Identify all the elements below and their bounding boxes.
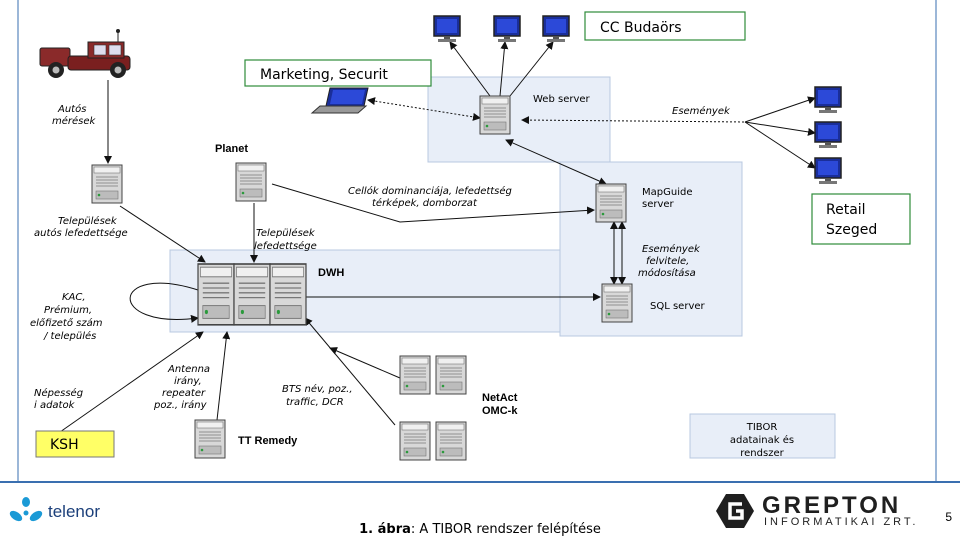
server-zone [559,161,743,337]
ksh-box [35,430,115,458]
mapguide-label-line2: server [642,199,675,210]
grepton-sub: INFORMATIKAI ZRT. [764,516,919,528]
mapguide-server-icon [595,183,627,223]
tt-remedy-label: TT Remedy [238,435,298,447]
grepton-name: GREPTON [762,492,902,519]
ksh-label: KSH [50,437,79,453]
tibor-label-line2: adatainak és [730,434,794,446]
kac-label-line1: KAC, [62,292,86,303]
planet-label: Planet [215,143,248,155]
telenor-logo: telenor [8,496,100,528]
antenna-label-line2: irány, [174,375,202,387]
kac-label-line2: Prémium, [44,304,92,316]
bts-label-line1: BTS név, poz., [282,383,353,395]
kac-label-line3: előfizető szám [30,317,103,329]
telenor-propeller-icon [9,497,43,522]
nepesseg-label-line2: i adatok [34,400,76,411]
esem-felvitel-label-line2: felvitele, [646,256,689,267]
web-server-label: Web server [533,94,591,105]
telenor-word: telenor [48,502,100,521]
page-number: 5 [945,510,952,524]
sql-server-label: SQL server [650,301,706,312]
netact-server-top-icon [399,355,467,395]
marketing-box [244,59,432,87]
bts-label-line2: traffic, DCR [286,397,344,408]
right-monitors [814,86,842,185]
dwh-label: DWH [318,267,344,279]
tibor-box [689,413,836,459]
grepton-logo: GREPTON INFORMATIKAI ZRT. [716,492,932,532]
retail-label-line2: Szeged [826,222,877,238]
telep-lef-label-line1: Települések [256,227,316,239]
marketing-label: Marketing, Securit [260,67,388,83]
retail-box [811,193,911,245]
footer-divider [0,481,960,483]
tibor-label-line3: rendszer [740,448,784,459]
retail-label-line1: Retail [826,202,866,218]
figure-caption: 1. ábra: A TIBOR rendszer felépítése [0,522,960,537]
nepesseg-label-line1: Népesség [34,387,83,399]
mapguide-label-line1: MapGuide [642,187,692,198]
cellok-label-line2: térképek, domborzat [372,197,478,209]
cc-budaors-label: CC Budaörs [600,20,682,36]
kac-label-line4: / település [43,330,96,342]
telep-lef-label-line2: lefedettsége [254,240,317,252]
esemenyek-label: Események [672,105,731,117]
grepton-mark-icon [716,494,754,528]
telep-autos-label-line1: Települések [58,215,118,227]
laptop-icon [310,87,369,114]
antenna-label-line1: Antenna [167,364,210,375]
web-zone [427,76,611,163]
tibor-label-line1: TIBOR [746,422,778,433]
esem-felvitel-label-line3: módosítása [638,267,696,279]
planet-server-icon [235,162,267,202]
autos-label-line2: mérések [52,115,97,127]
cellok-label-line1: Cellók dominanciája, lefedettség [348,185,512,197]
tt-remedy-server-icon [194,419,226,459]
top-monitors [433,15,570,43]
web-server-icon [479,95,511,135]
cc-budaors-box [584,11,746,41]
netact-label-line1: NetAct [482,392,518,404]
esem-felvitel-label-line1: Események [642,243,701,255]
antenna-label-line3: repeater [162,388,206,399]
telep-autos-label-line2: autós lefedettsége [34,227,128,239]
sql-server-icon [601,283,633,323]
netact-server-bottom-icon [399,421,467,461]
autos-label-line1: Autós [57,103,86,115]
car-data-server-icon [91,164,123,204]
dwh-server-icon [197,263,307,326]
caption-bold: 1. ábra [359,522,411,537]
antenna-label-line4: poz., irány [153,399,208,411]
caption-rest: : A TIBOR rendszer felépítése [410,522,601,537]
car-icon [39,29,131,78]
netact-label-line2: OMC-k [482,405,518,417]
